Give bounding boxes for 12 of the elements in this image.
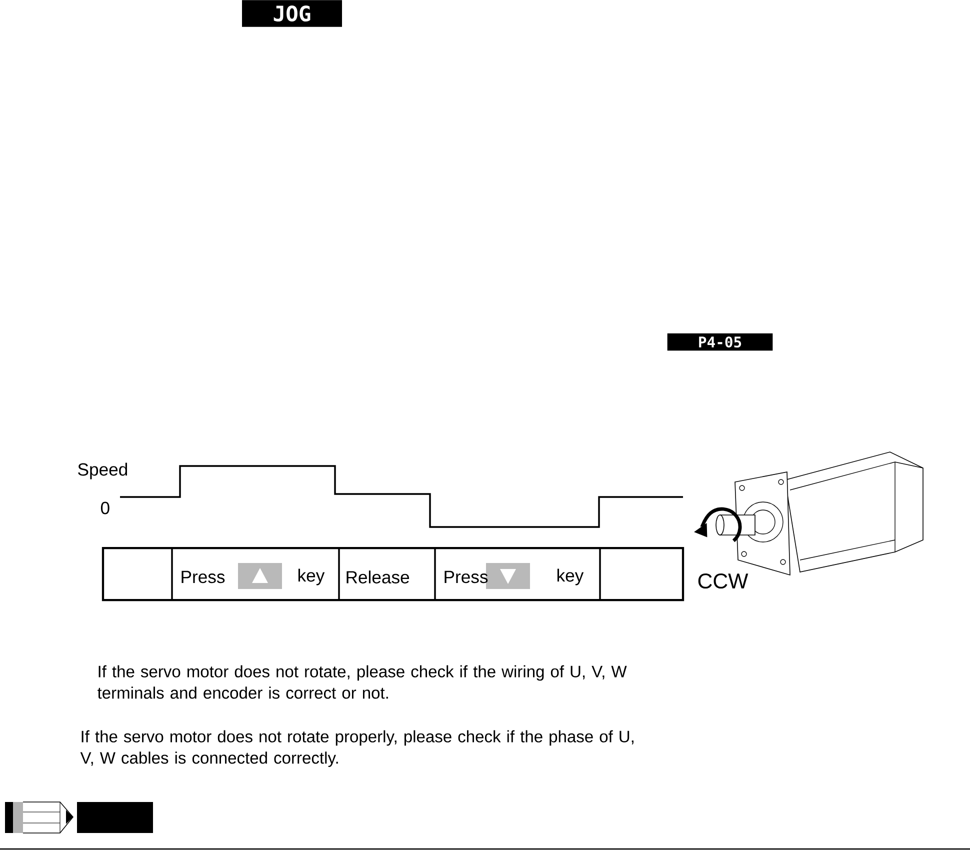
note-text: If the servo motor does not rotate properly, please check if the phase of U, V, W cables is connected correctly. xyxy=(80,730,634,768)
text-label: Release xyxy=(346,570,410,584)
segment-display: P4-05 xyxy=(667,333,773,351)
text-label: Press xyxy=(182,570,225,584)
rotation-label: CCW xyxy=(698,573,748,589)
segment-display: JOG xyxy=(242,0,342,27)
note-text: If the servo motor does not rotate, please check if the wiring of U, V, W terminals and encoder is correct or not. xyxy=(98,665,627,699)
text-label: Speed xyxy=(78,462,128,480)
text-label: key xyxy=(298,568,325,586)
text-label: 0 xyxy=(100,502,110,514)
text-label: Press xyxy=(444,570,488,584)
text-label: key xyxy=(557,568,584,586)
